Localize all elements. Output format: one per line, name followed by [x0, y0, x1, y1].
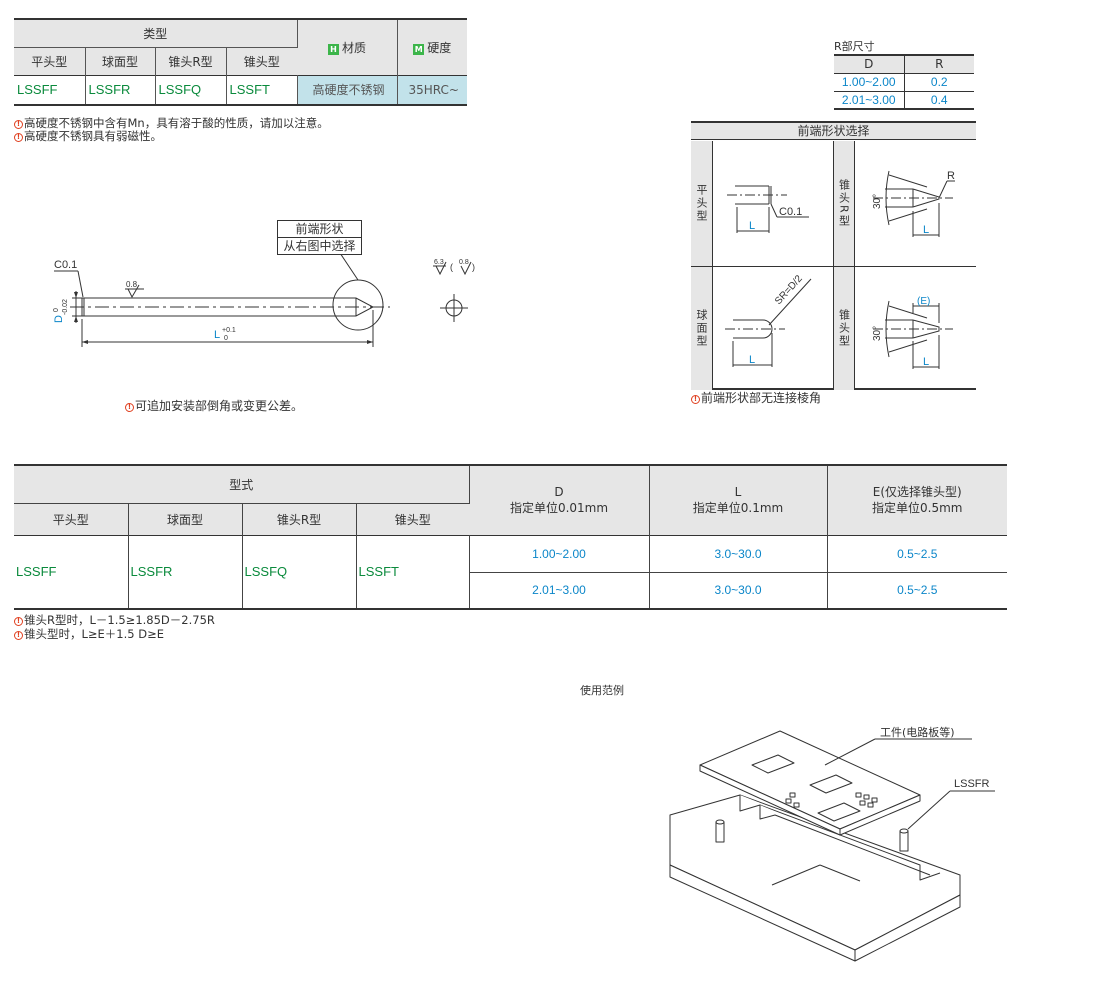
r-row2-r: 0.4 [903, 90, 974, 110]
ball-l-label: L [749, 354, 755, 366]
subtype-ball: 球面型 [85, 47, 156, 75]
warning-icon: ! [14, 631, 23, 640]
type-header: 类型 [14, 19, 298, 48]
r-header-d: D [834, 54, 905, 74]
spec-row2-e: 0.5~2.5 [897, 583, 938, 598]
r-header-r: R [903, 54, 974, 74]
code-lssfq: LSSFQ [155, 74, 227, 106]
model-header: 型式 [14, 465, 470, 504]
shape-title: 前端形状选择 [691, 123, 976, 140]
warning-icon: ! [14, 120, 23, 129]
spec-row1-e: 0.5~2.5 [827, 535, 1007, 573]
spec-code-lssff: LSSFF [14, 535, 129, 609]
material-tag-icon: H [327, 43, 339, 55]
cone-l-label: L [923, 356, 929, 368]
code-lssft: LSSFT [226, 74, 298, 106]
label-cone-r: 锥头R型 [833, 141, 855, 266]
pin-label: LSSFR [954, 778, 990, 790]
usage-title: 使用范例 [580, 684, 624, 697]
roughness-label: 0.8 [126, 280, 138, 289]
callout-box: 前端形状 从右图中选择 [277, 220, 362, 255]
note-top-1: !高硬度不锈钢中含有Mn，具有溶于酸的性质，请加以注意。 [14, 117, 329, 130]
shape-selection-box: 前端形状选择 平头型 锥头R型 球面型 锥头型 [691, 121, 976, 390]
l-tol-upper: +0.1 [222, 327, 236, 334]
spec-row2-l: 3.0~30.0 [649, 572, 828, 609]
surface-value-1: 6.3 [434, 259, 444, 266]
e-header: E(仅选择锥头型)指定单位0.5mm [827, 465, 1007, 535]
callout-line2: 从右图中选择 [283, 239, 356, 253]
label-ball: 球面型 [691, 267, 713, 390]
surface-value-2: 0.8 [459, 259, 469, 266]
spec-code-lssft: LSSFT [356, 535, 470, 609]
r-row2-d: 2.01~3.00 [834, 90, 905, 110]
spec-row1-l: 3.0~30.0 [649, 535, 828, 573]
spec-code-lssfr: LSSFR [128, 535, 243, 609]
d-tol-lower: -0.02 [62, 299, 69, 315]
shape-note: !前端形状部无连接棱角 [691, 392, 821, 405]
spec-code-lssfq: LSSFQ [242, 535, 357, 609]
spec-row2-d: 2.01~3.00 [469, 572, 650, 609]
surface-symbol: 6.3 ( 0.8 ) [433, 259, 475, 322]
cone-angle-label: 30° [872, 326, 883, 341]
code-lssfr: LSSFR [85, 74, 156, 106]
subtype-cone-r: 锥头R型 [155, 47, 227, 75]
warning-icon: ! [691, 395, 700, 404]
r-row1-r: 0.2 [903, 72, 974, 92]
usage-illustration: 工件(电路板等) LSSFR [669, 725, 995, 962]
spec-subtype-ball: 球面型 [128, 503, 243, 535]
svg-text:(: ( [450, 262, 453, 272]
r-table: D R 1.00~2.00 0.2 2.01~3.00 0.4 [834, 54, 974, 110]
r-table-caption: R部尺寸 [834, 40, 875, 53]
subtype-flat: 平头型 [14, 47, 86, 75]
note-bottom-2: !锥头型时，L≥E＋1.5 D≥E [14, 628, 164, 641]
r-row1-d: 1.00~2.00 [834, 72, 905, 92]
spec-subtype-flat: 平头型 [14, 503, 129, 535]
note-top-2: !高硬度不锈钢具有弱磁性。 [14, 130, 162, 143]
flat-l-label: L [749, 220, 755, 232]
code-lssff: LSSFF [14, 74, 86, 106]
warning-icon: ! [14, 617, 23, 626]
subtype-cone: 锥头型 [226, 47, 297, 75]
label-cone: 锥头型 [833, 267, 855, 390]
l-tol-lower: 0 [224, 335, 228, 342]
svg-text:): ) [472, 262, 475, 272]
note-bottom-1: !锥头R型时，L－1.5≥1.85D－2.75R [14, 614, 215, 627]
label-flat: 平头型 [691, 141, 713, 266]
workpiece-label: 工件(电路板等) [880, 725, 955, 739]
drawing-note: !可追加安装部倒角或变更公差。 [125, 400, 303, 413]
cone-r-r-label: R [947, 170, 955, 182]
hardness-tag-icon: M [413, 43, 425, 55]
hardness-value: 35HRC~ [397, 74, 467, 106]
callout-line1: 前端形状 [278, 221, 361, 238]
warning-icon: ! [14, 133, 23, 142]
spec-subtype-cone: 锥头型 [356, 503, 469, 535]
d-tol-upper: 0 [53, 308, 60, 312]
cone-e-label: (E) [917, 296, 930, 307]
pin-drawing: C0.1 0.8 D 0 -0.02 L +0.1 0 [53, 252, 390, 347]
flat-chamfer-label: C0.1 [779, 206, 802, 218]
warning-icon: ! [125, 403, 134, 412]
material-value: 高硬度不锈钢 [297, 74, 398, 106]
spec-subtype-cone-r: 锥头R型 [242, 503, 357, 535]
cone-r-l-label: L [923, 224, 929, 236]
spec-row1-d: 1.00~2.00 [469, 535, 650, 573]
l-dimension: L [214, 329, 220, 341]
chamfer-label: C0.1 [54, 259, 77, 271]
cone-r-angle-label: 30° [872, 194, 883, 209]
d-dimension: D [53, 315, 65, 323]
shape-drawings: C0.1 L 30° R L SR=D/2 L 30° (E) L [725, 170, 955, 369]
